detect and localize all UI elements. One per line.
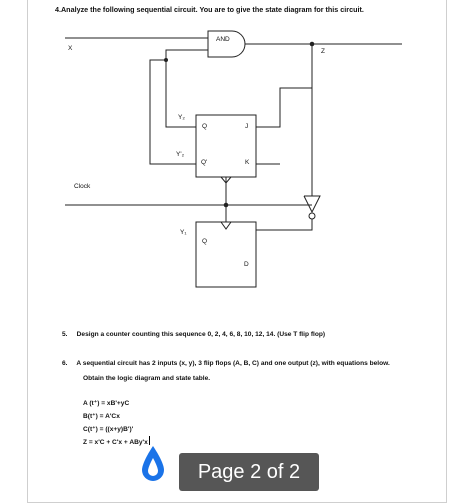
d-feedback-wire [256,219,313,231]
question-6-line1: A sequential circuit has 2 inputs (x, y)… [76,360,390,367]
jk-wire [256,44,313,128]
ff-bottom-box [195,221,257,288]
feedback-wire-q [165,49,208,128]
ff-top-qbar-label: Q' [201,159,208,166]
ff-bottom-q-label: Q [202,238,208,245]
question-5: 5. Design a counter counting this sequen… [62,331,325,338]
question-4-text: 4.Analyze the following sequential circu… [55,5,364,14]
inverter-triangle [303,195,321,214]
output-z-label: Z [321,48,325,55]
text-cursor [148,436,150,445]
clock-label: Clock [74,183,91,190]
question-6-line2: Obtain the logic diagram and state table… [83,375,211,382]
ff-top-y2-label: Y₂ [178,114,185,121]
ff-top-k-label: K [245,159,250,166]
feedback-wire-qbar [149,59,196,165]
ff-bottom-y1-label: Y₁ [180,229,187,236]
drop-icon[interactable] [140,444,166,484]
equation-z: Z = x'C + C'x + ABy'x [83,439,148,446]
clock-top-triangle [220,176,232,184]
equation-c: C(t⁺) = ((x+y)B')' [83,426,134,433]
equation-z-row: Z = x'C + C'x + ABy'x [83,436,150,449]
ff-top-q-label: Q [202,123,208,130]
and-gate-label: AND [216,36,230,43]
circuit-diagram [65,30,402,288]
question-6: 6. A sequential circuit has 2 inputs (x,… [62,360,390,367]
inverter-bubble [308,212,316,220]
question-5-text: Design a counter counting this sequence … [76,331,326,338]
input-x-label: X [68,45,73,52]
and-gate [207,30,246,58]
question-5-number: 5. [62,331,68,338]
ff-top-j-label: J [245,123,249,130]
clock-bottom-triangle [220,221,232,230]
equation-a: A (t⁺) = xB'+yC [83,400,130,407]
ff-top-y2bar-label: Y'₂ [176,151,185,158]
ff-bottom-d-label: D [244,261,249,268]
equations-block: A (t⁺) = xB'+yC B(t⁺) = A'Cx C(t⁺) = ((x… [83,397,150,449]
equation-b: B(t⁺) = A'Cx [83,413,120,420]
page-indicator: Page 2 of 2 [179,453,319,491]
question-6-number: 6. [62,360,68,367]
